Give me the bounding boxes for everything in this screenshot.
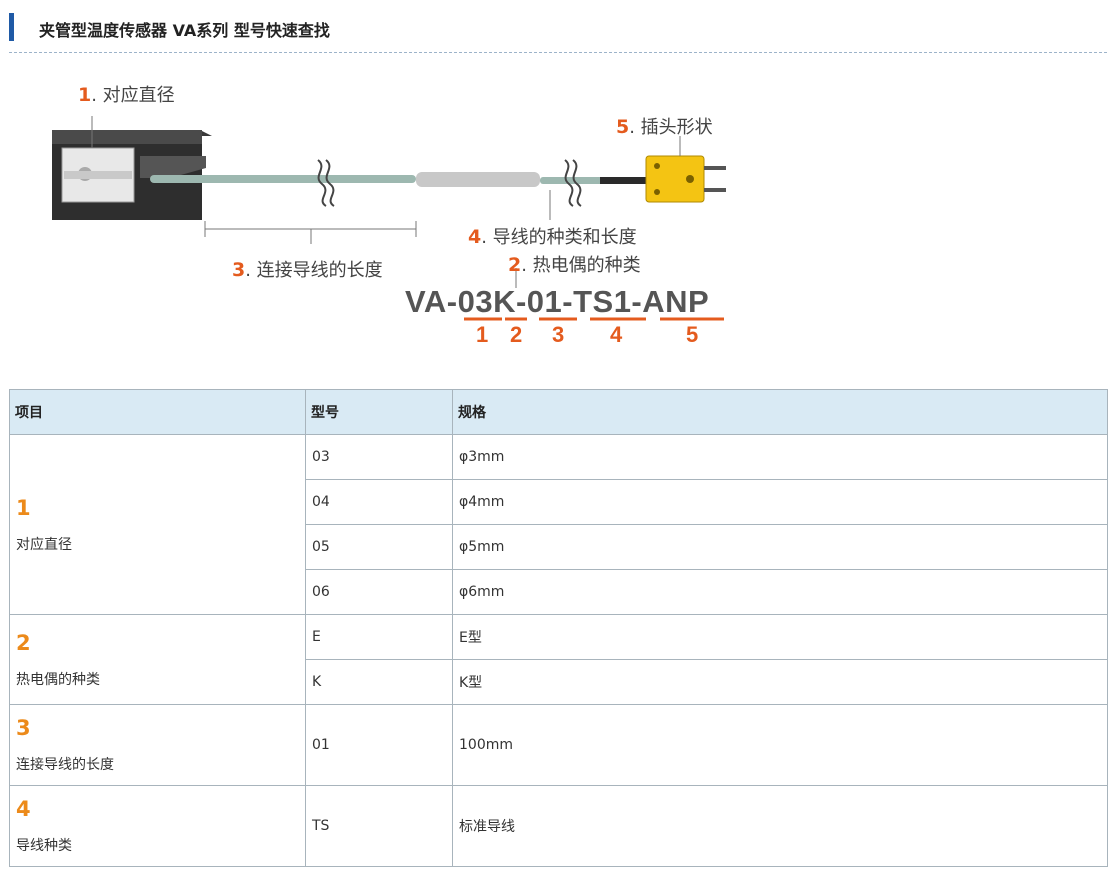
item-number: 4 [16,797,31,821]
table-row: 2 热电偶的种类 E E型 [9,614,1108,705]
spec-cell: φ4mm [452,479,1108,525]
spec-cell: 标准导线 [452,785,1108,867]
item-label: 导线种类 [16,838,72,854]
code-cell: 05 [305,524,453,570]
column-header-code: 型号 [305,389,453,435]
header-divider [9,52,1107,53]
column-header-item: 项目 [9,389,306,435]
spec-cell: φ6mm [452,569,1108,615]
table-row: 06 φ6mm [10,569,1108,615]
item-label: 对应直径 [16,536,72,553]
table-row: 04 φ4mm [10,479,1108,525]
code-cell: K [305,659,453,705]
callout-text: . 对应直径 [91,85,175,106]
callout-number: 4 [468,226,482,248]
code-digit-5: 5 [686,322,699,347]
model-code-diagram: 1. 对应直径 5. 插头形状 3. 连接导线的长度 4. 导线的种类和长度 2… [0,56,1112,376]
table-row: 4 导线种类 TS 标准导线 [9,785,1108,867]
code-cell: 04 [305,479,453,525]
item-cell-diameter: 1 对应直径 [9,434,306,615]
item-number: 2 [16,630,31,655]
spec-cell: φ5mm [452,524,1108,570]
spec-cell: φ3mm [452,434,1108,480]
header-accent-bar [9,13,14,41]
callout-plug-shape: 5. 插头形状 [616,113,713,139]
callout-text: . 插头形状 [629,117,713,138]
callout-thermocouple-type: 2. 热电偶的种类 [508,251,641,277]
item-number: 1 [16,495,31,520]
table-row: K K型 [10,659,1108,705]
callout-diameter: 1. 对应直径 [78,81,175,107]
code-cell: 03 [305,434,453,480]
code-digit-1: 1 [476,322,489,347]
code-digit-4: 4 [610,322,623,347]
table-header-row: 项目 型号 规格 [9,389,1108,435]
spec-cell: K型 [452,659,1108,705]
spec-table: 项目 型号 规格 1 对应直径 03 φ3mm 04 φ4mm 05 φ5mm … [9,389,1108,867]
callout-number: 1 [78,84,92,106]
column-header-spec: 规格 [452,389,1108,435]
table-row: 1 对应直径 03 φ3mm [9,434,1108,615]
item-cell-wire-type: 4 导线种类 [9,785,306,867]
callout-lines [91,116,681,288]
callout-number: 5 [616,116,630,138]
spec-cell: E型 [452,614,1108,660]
model-code: VA-03K-01-TS1-ANP [405,284,710,319]
plug-connector-image [645,155,726,203]
callout-lead-length: 3. 连接导线的长度 [232,256,383,282]
code-cell: TS [305,785,453,867]
code-digit-2: 2 [510,322,523,347]
section-header: 夹管型温度传感器 VA系列 型号快速查找 [9,11,1109,43]
item-cell-thermocouple: 2 热电偶的种类 [9,614,306,705]
callout-wire-type: 4. 导线的种类和长度 [468,223,637,249]
code-cell: 06 [305,569,453,615]
spec-cell: 100mm [452,704,1108,786]
callout-text: . 连接导线的长度 [245,260,383,281]
item-label: 连接导线的长度 [16,757,114,773]
item-cell-lead-length: 3 连接导线的长度 [9,704,306,786]
callout-text: . 热电偶的种类 [521,255,641,276]
item-number: 3 [16,716,31,740]
callout-number: 3 [232,259,246,281]
code-cell: 01 [305,704,453,786]
page-title: 夹管型温度传感器 VA系列 型号快速查找 [39,21,330,40]
callout-number: 2 [508,254,522,276]
table-row: 3 连接导线的长度 01 100mm [9,704,1108,786]
code-cell: E [305,614,453,660]
item-label: 热电偶的种类 [16,671,100,688]
lead-wire-image [150,159,648,207]
sensor-illustration [52,116,726,321]
callout-text: . 导线的种类和长度 [481,227,637,248]
code-digit-3: 3 [552,322,565,347]
